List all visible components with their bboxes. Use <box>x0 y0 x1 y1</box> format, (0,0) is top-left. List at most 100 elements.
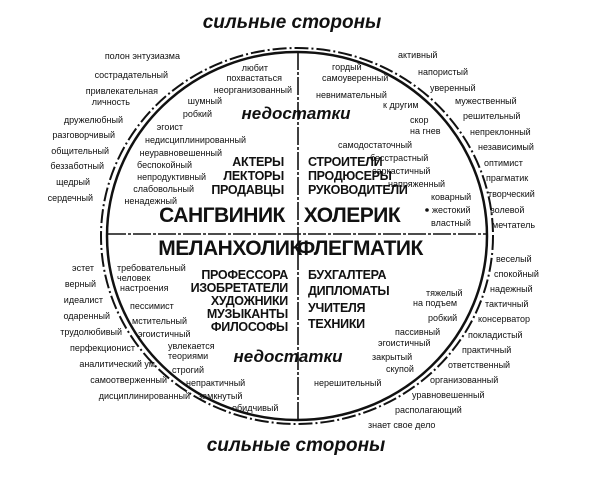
melancholic-weakness: пессимист <box>130 301 174 311</box>
title-top: сильные стороны <box>203 12 382 33</box>
bullet-dot <box>425 208 429 212</box>
melancholic-weakness: эгоистичный <box>138 329 191 339</box>
melancholic-strength: эстет <box>72 263 94 273</box>
weakness-label-bottom: недостатки <box>234 347 344 366</box>
melancholic-weakness: теориями <box>168 351 208 361</box>
phlegmatic-weakness: скупой <box>386 364 414 374</box>
sanguine-weakness: робкий <box>183 109 212 119</box>
phlegmatic-strength: практичный <box>462 345 511 355</box>
melancholic-profession: ПРОФЕССОРА <box>201 268 288 282</box>
choleric-weakness: саркастичный <box>372 166 430 176</box>
sanguine-weakness: любит <box>242 63 268 73</box>
choleric-weakness: напряженный <box>388 179 445 189</box>
choleric-strength: напористый <box>418 67 468 77</box>
melancholic-weakness: человек <box>117 273 150 283</box>
phlegmatic-weakness: робкий <box>428 313 457 323</box>
choleric-weakness: властный <box>431 218 471 228</box>
phlegmatic-profession: ТЕХНИКИ <box>308 317 365 331</box>
melancholic-weakness: замкнутый <box>198 391 242 401</box>
outer-circle <box>100 47 494 425</box>
phlegmatic-profession: УЧИТЕЛЯ <box>308 301 365 315</box>
choleric-weakness: на гнев <box>410 126 441 136</box>
phlegmatic-weakness: пассивный <box>395 327 440 337</box>
sanguine-strength: полон энтузиазма <box>105 51 180 61</box>
sanguine-weakness: похвастаться <box>227 73 283 83</box>
phlegmatic-strength: покладистый <box>468 330 523 340</box>
melancholic-strength: одаренный <box>63 311 110 321</box>
sanguine-weakness: недисциплинированный <box>145 135 246 145</box>
melancholic-profession: ИЗОБРЕТАТЕЛИ <box>191 281 289 295</box>
choleric-profession: РУКОВОДИТЕЛИ <box>308 183 408 197</box>
melancholic-weakness: непрактичный <box>186 378 245 388</box>
phlegmatic-profession: БУХГАЛТЕРА <box>308 268 387 282</box>
sanguine-profession: АКТЕРЫ <box>232 155 284 169</box>
melancholic-weakness: обидчивый <box>232 403 278 413</box>
melancholic-strength: трудолюбивый <box>60 327 122 337</box>
title-bottom: сильные стороны <box>207 435 386 456</box>
weakness-label-top: недостатки <box>242 104 352 123</box>
choleric-strength: мужественный <box>455 96 517 106</box>
inner-circle <box>105 50 489 422</box>
sanguine-profession: ЛЕКТОРЫ <box>223 169 284 183</box>
sanguine-strength: сердечный <box>48 193 93 203</box>
choleric-strength: мечтатель <box>492 220 535 230</box>
melancholic-name: МЕЛАНХОЛИК <box>158 237 302 260</box>
choleric-strength: непреклонный <box>470 127 531 137</box>
phlegmatic-strength: располагающий <box>395 405 462 415</box>
phlegmatic-weakness: на подъем <box>413 298 457 308</box>
sanguine-weakness: шумный <box>188 96 222 106</box>
phlegmatic-strength: ответственный <box>448 360 510 370</box>
sanguine-strength: личность <box>92 97 131 107</box>
sanguine-strength: разговорчивый <box>52 130 115 140</box>
choleric-name: ХОЛЕРИК <box>304 204 401 227</box>
melancholic-profession: ХУДОЖНИКИ <box>211 294 288 308</box>
sanguine-weakness: беспокойный <box>137 160 192 170</box>
choleric-weakness: самоуверенный <box>322 73 388 83</box>
choleric-weakness: самодостаточный <box>338 140 412 150</box>
phlegmatic-weakness: нерешительный <box>314 378 381 388</box>
melancholic-weakness: настроения <box>120 283 169 293</box>
melancholic-profession: МУЗЫКАНТЫ <box>207 307 288 321</box>
sanguine-strength: дружелюбный <box>64 115 123 125</box>
phlegmatic-strength: надежный <box>490 284 533 294</box>
choleric-weakness: скор <box>410 115 429 125</box>
choleric-strength: творческий <box>488 189 535 199</box>
sanguine-weakness: ненадежный <box>124 196 177 206</box>
sanguine-weakness: слабовольный <box>133 184 194 194</box>
sanguine-weakness: неорганизованный <box>214 85 292 95</box>
phlegmatic-strength: уравновешенный <box>412 390 485 400</box>
sanguine-weakness: непродуктивный <box>137 172 206 182</box>
sanguine-strength: привлекательная <box>86 86 158 96</box>
melancholic-weakness: увлекается <box>168 341 215 351</box>
choleric-profession: ПРОДЮСЕРЫ <box>308 169 392 183</box>
choleric-weakness: коварный <box>431 192 471 202</box>
choleric-strength: волевой <box>490 205 524 215</box>
melancholic-weakness: строгий <box>172 365 204 375</box>
sanguine-strength: сострадательный <box>95 70 168 80</box>
sanguine-strength: общительный <box>51 146 109 156</box>
phlegmatic-weakness: эгоистичный <box>378 338 431 348</box>
choleric-weakness: бесстрастный <box>370 153 428 163</box>
phlegmatic-strength: тактичный <box>485 299 528 309</box>
choleric-strength: прагматик <box>486 173 528 183</box>
sanguine-profession: ПРОДАВЦЫ <box>211 183 284 197</box>
choleric-profession: СТРОИТЕЛИ <box>308 155 383 169</box>
phlegmatic-strength: консерватор <box>478 314 530 324</box>
phlegmatic-weakness: тяжелый <box>426 288 462 298</box>
choleric-strength: решительный <box>463 111 520 121</box>
melancholic-strength: верный <box>65 279 96 289</box>
choleric-strength: оптимист <box>484 158 523 168</box>
phlegmatic-strength: организованный <box>430 375 498 385</box>
choleric-strength: независимый <box>478 142 534 152</box>
phlegmatic-strength: спокойный <box>494 269 539 279</box>
sanguine-weakness: эгоист <box>157 122 183 132</box>
sanguine-name: САНГВИНИК <box>159 204 285 227</box>
phlegmatic-name: ФЛЕГМАТИК <box>297 237 423 260</box>
choleric-weakness: невнимательный <box>316 90 387 100</box>
phlegmatic-strength: знает свое дело <box>368 420 435 430</box>
melancholic-weakness: требовательный <box>117 263 186 273</box>
melancholic-strength: дисциплинированный <box>99 391 190 401</box>
sanguine-weakness: неуравновешенный <box>140 148 222 158</box>
